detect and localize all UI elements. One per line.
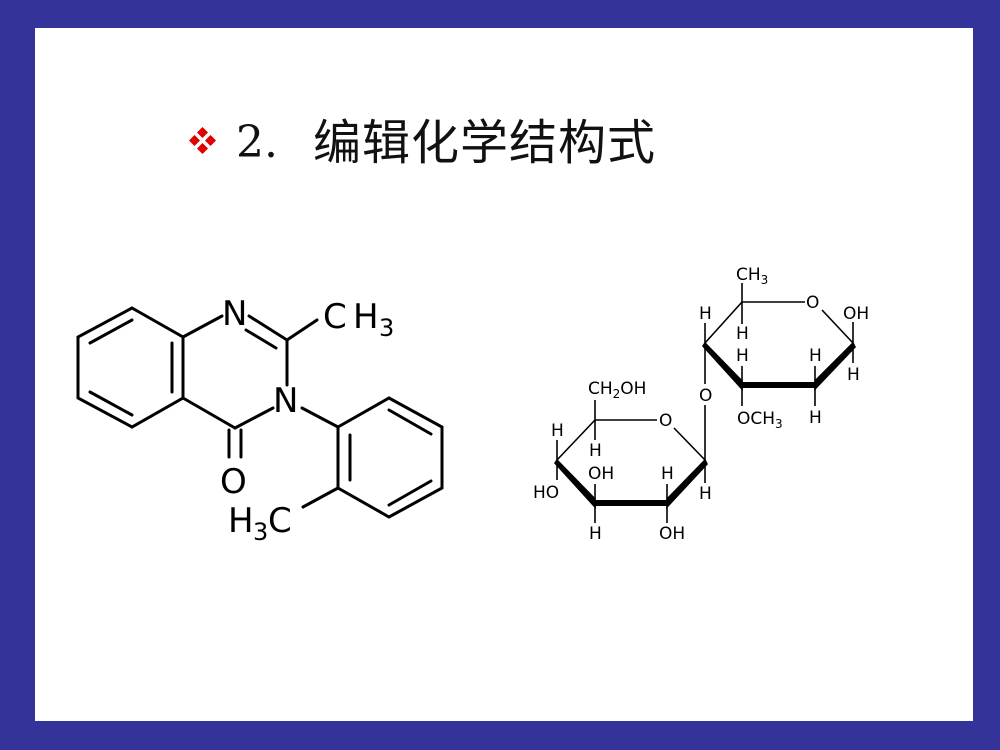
label-oh-c1: OH: [843, 304, 869, 324]
label-h-c2-top: H: [809, 346, 822, 366]
atom-label-n1: N: [222, 294, 247, 334]
quinazolinone-structure: [76, 306, 444, 519]
slide-canvas: [35, 28, 973, 721]
label-ring-o-bottom: O: [659, 411, 672, 431]
label-oh-c2b: OH: [659, 524, 685, 544]
atom-label-o: O: [220, 462, 247, 502]
disaccharide-labels: CH3 O OH H H H H H H OCH3 O CH2OH O H H …: [533, 265, 869, 544]
atom-label-h3c-h: H: [228, 501, 254, 541]
label-h-c1: H: [847, 365, 860, 385]
label-h-c5b: H: [589, 441, 602, 461]
atom-label-h3c-sub: 3: [253, 518, 268, 546]
diamond-bullet-icon: [189, 127, 216, 154]
label-top-ch3: CH3: [736, 265, 768, 287]
slide-title: 2. 编辑化学结构式: [0, 0, 1000, 200]
title-text: 编辑化学结构式: [313, 115, 657, 171]
atom-label-ch3-c: C: [323, 297, 347, 337]
label-ch2oh: CH2OH: [588, 379, 646, 401]
label-h-c3b-bottom: H: [589, 524, 602, 544]
label-glycosidic-o: O: [699, 386, 712, 406]
atom-label-ch3-sub: 3: [379, 314, 394, 342]
quinazolinone-labels: N N O C H 3 H 3 C: [220, 294, 394, 546]
label-ring-o-top: O: [806, 293, 819, 313]
label-h-c5: H: [736, 324, 749, 344]
atom-label-h3c-c: C: [268, 501, 292, 541]
label-h-c4-top: H: [699, 304, 712, 324]
label-och3: OCH3: [737, 409, 783, 431]
label-oh-c3b: OH: [588, 464, 614, 484]
atom-label-n3: N: [273, 381, 298, 421]
label-h-c2-bottom: H: [809, 408, 822, 428]
disaccharide-structure: [553, 283, 856, 523]
label-h-c2b-top: H: [661, 464, 674, 484]
label-h-c4b-top: H: [551, 421, 564, 441]
atom-label-ch3-h: H: [353, 297, 379, 337]
label-h-c3-top: H: [736, 346, 749, 366]
label-h-c1b: H: [699, 484, 712, 504]
title-number: 2.: [236, 117, 278, 168]
label-ho-c4b: HO: [533, 483, 559, 503]
